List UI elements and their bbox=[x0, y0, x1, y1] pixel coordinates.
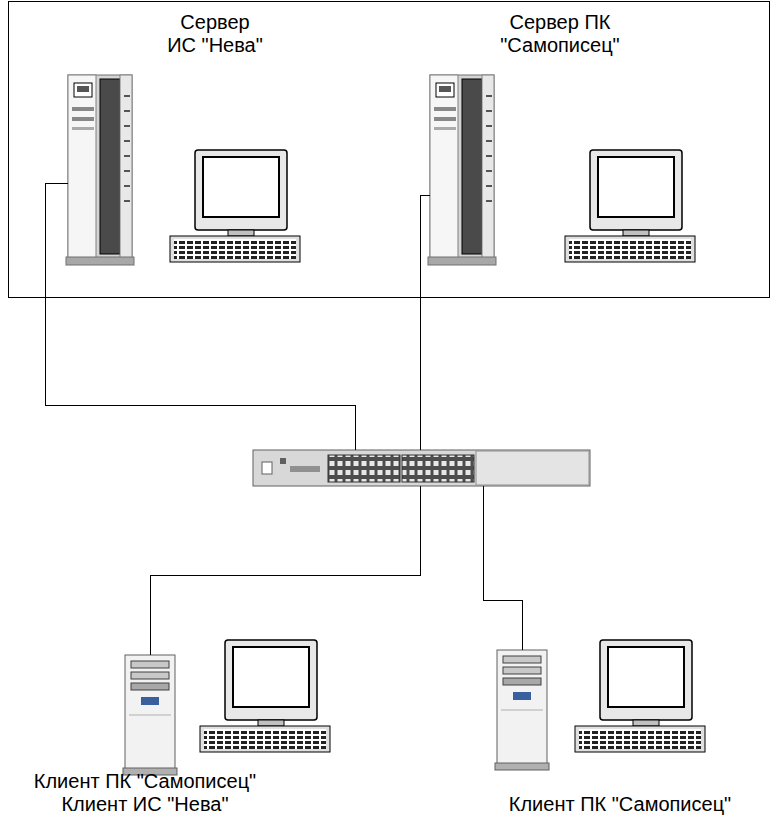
network-switch bbox=[253, 450, 590, 486]
node-label: Клиент ПК "Самописец" bbox=[509, 793, 731, 816]
client-computer: Клиент ПК "Самописец"Клиент ИС "Нева" bbox=[5, 655, 285, 817]
server-computer: Сервер ИС "Нева" bbox=[68, 6, 362, 272]
network-cable bbox=[420, 195, 430, 450]
node-label: Сервер ИС "Нева" bbox=[165, 11, 265, 57]
server-computer: Сервер ПК "Самописец" bbox=[430, 6, 690, 272]
network-switch bbox=[253, 450, 590, 486]
server-room-frame: Сервер ИС "Нева" Сервер ПК "Самописец" bbox=[8, 1, 770, 298]
network-cable bbox=[45, 183, 355, 450]
node-label: Сервер ПК "Самописец" bbox=[499, 11, 621, 57]
network-cable bbox=[150, 486, 420, 655]
client-computer: Клиент ПК "Самописец" bbox=[490, 650, 750, 817]
network-cable bbox=[483, 486, 522, 650]
node-label: Клиент ПК "Самописец" bbox=[34, 770, 256, 793]
node-label: Клиент ИС "Нева" bbox=[61, 793, 228, 816]
